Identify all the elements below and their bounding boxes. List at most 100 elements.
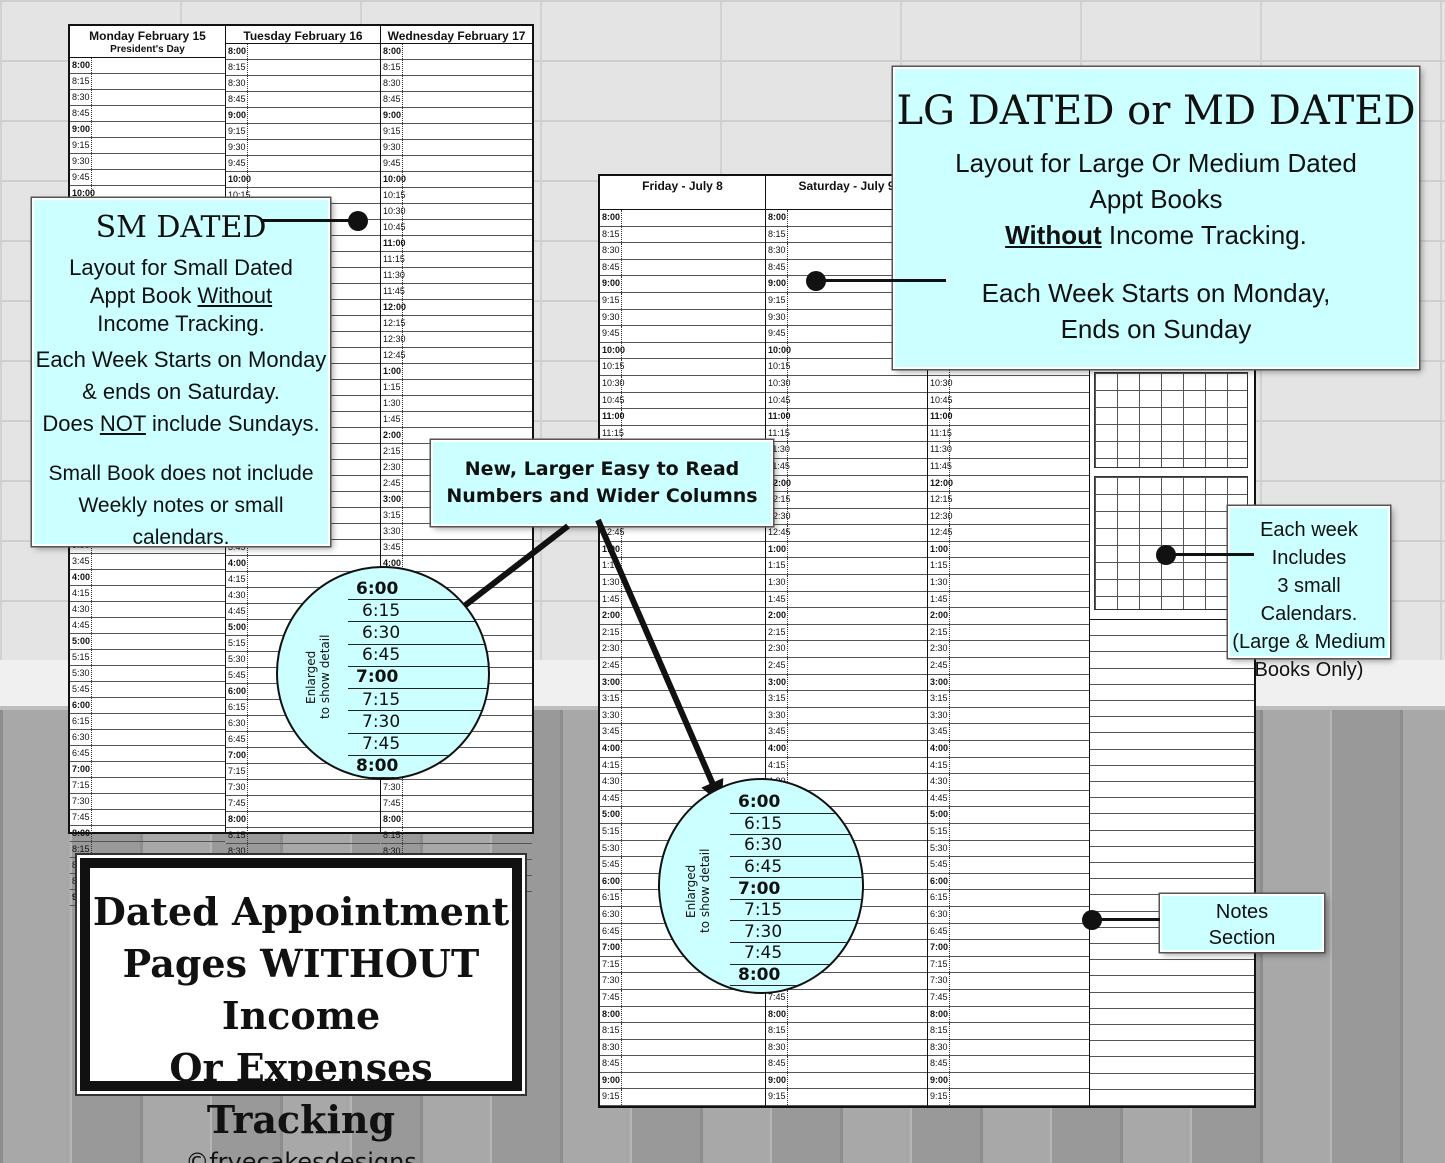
time-slot[interactable]: 8:00 [766, 1006, 927, 1024]
time-slot[interactable]: 10:30 [766, 375, 927, 393]
time-slot[interactable]: 10:15 [381, 188, 532, 204]
time-slot[interactable]: 7:45 [70, 810, 225, 826]
time-slot[interactable]: 8:15 [70, 74, 225, 90]
time-slot[interactable]: 5:45 [928, 857, 1089, 874]
time-slot[interactable]: 12:15 [928, 492, 1089, 509]
time-slot[interactable]: 8:30 [70, 90, 225, 106]
time-slot[interactable]: 1:45 [928, 591, 1089, 609]
time-slot[interactable]: 7:45 [928, 989, 1089, 1007]
time-slot[interactable]: 8:00 [226, 812, 380, 828]
time-slot[interactable]: 5:00 [928, 807, 1089, 824]
time-slot[interactable]: 9:45 [600, 326, 765, 343]
time-slot[interactable]: 8:15 [600, 1023, 765, 1040]
time-slot[interactable]: 9:15 [381, 124, 532, 140]
time-slot[interactable]: 4:00 [70, 570, 225, 586]
time-slot[interactable]: 10:45 [600, 392, 765, 410]
time-slot[interactable]: 4:15 [226, 572, 380, 588]
time-slot[interactable]: 2:45 [928, 658, 1089, 675]
time-slot[interactable]: 5:45 [70, 682, 225, 698]
time-slot[interactable]: 7:15 [600, 956, 765, 974]
time-slot[interactable]: 8:15 [381, 828, 532, 844]
time-slot[interactable]: 1:30 [928, 575, 1089, 592]
time-slot[interactable]: 8:00 [226, 44, 380, 60]
time-slot[interactable]: 11:00 [928, 409, 1089, 426]
time-slot[interactable]: 12:15 [381, 316, 532, 332]
time-slot[interactable]: 8:45 [381, 92, 532, 108]
time-slot[interactable]: 4:15 [766, 757, 927, 775]
time-slot[interactable]: 1:00 [381, 364, 532, 380]
time-slot[interactable]: 9:00 [766, 276, 927, 293]
time-slot[interactable]: 11:00 [600, 409, 765, 426]
time-slot[interactable]: 3:00 [928, 674, 1089, 692]
time-slot[interactable]: 8:30 [600, 1039, 765, 1057]
time-slot[interactable]: 11:00 [766, 409, 927, 426]
time-slot[interactable]: 4:15 [928, 757, 1089, 775]
time-slot[interactable]: 12:30 [766, 508, 927, 526]
time-slot[interactable]: 10:30 [381, 204, 532, 220]
time-slot[interactable]: 9:00 [928, 1072, 1089, 1090]
time-slot[interactable]: 2:00 [766, 608, 927, 625]
time-slot[interactable]: 2:30 [600, 641, 765, 659]
time-slot[interactable]: 10:15 [600, 359, 765, 376]
notes-line[interactable] [1090, 798, 1254, 815]
time-slot[interactable]: 7:00 [928, 940, 1089, 957]
time-slot[interactable]: 8:30 [766, 243, 927, 260]
notes-line[interactable] [1090, 620, 1254, 637]
time-slot[interactable]: 1:15 [600, 558, 765, 576]
time-slot[interactable]: 8:45 [600, 1056, 765, 1073]
time-slot[interactable]: 3:00 [600, 674, 765, 692]
time-slot[interactable]: 6:00 [70, 698, 225, 714]
notes-line[interactable] [1090, 814, 1254, 831]
time-slot[interactable]: 11:45 [928, 458, 1089, 476]
time-slot[interactable]: 3:15 [766, 691, 927, 708]
time-slot[interactable]: 8:45 [766, 259, 927, 277]
time-slot[interactable]: 12:00 [381, 300, 532, 316]
time-slot[interactable]: 7:15 [70, 778, 225, 794]
time-slot[interactable]: 11:30 [766, 442, 927, 459]
time-slot[interactable]: 9:30 [766, 309, 927, 327]
time-slot[interactable]: 5:00 [70, 634, 225, 650]
time-slot[interactable]: 2:30 [928, 641, 1089, 659]
time-slot[interactable]: 7:00 [226, 748, 380, 764]
time-slot[interactable]: 9:30 [226, 140, 380, 156]
time-slot[interactable]: 8:15 [70, 842, 225, 858]
time-slot[interactable]: 2:15 [766, 624, 927, 642]
time-slot[interactable]: 2:00 [600, 608, 765, 625]
notes-line[interactable] [1090, 831, 1254, 847]
time-slot[interactable]: 11:15 [381, 252, 532, 268]
time-slot[interactable]: 4:45 [600, 790, 765, 808]
time-slot[interactable]: 12:45 [381, 348, 532, 364]
time-slot[interactable]: 8:00 [766, 210, 927, 227]
time-slot[interactable]: 9:30 [600, 309, 765, 327]
time-slot[interactable]: 11:30 [381, 268, 532, 284]
time-slot[interactable]: 4:00 [766, 741, 927, 758]
time-slot[interactable]: 8:15 [928, 1023, 1089, 1040]
time-slot[interactable]: 8:15 [226, 60, 380, 76]
time-slot[interactable]: 3:30 [928, 707, 1089, 725]
time-slot[interactable]: 9:15 [600, 292, 765, 310]
time-slot[interactable]: 10:45 [928, 392, 1089, 410]
time-slot[interactable]: 9:00 [381, 108, 532, 124]
time-slot[interactable]: 10:30 [928, 375, 1089, 393]
time-slot[interactable]: 8:15 [381, 60, 532, 76]
time-slot[interactable]: 7:00 [70, 762, 225, 778]
time-slot[interactable]: 10:00 [226, 172, 380, 188]
time-slot[interactable]: 9:00 [600, 276, 765, 293]
time-slot[interactable]: 6:15 [70, 714, 225, 730]
time-slot[interactable]: 9:45 [226, 156, 380, 172]
time-slot[interactable]: 7:30 [600, 973, 765, 990]
time-slot[interactable]: 2:15 [928, 624, 1089, 642]
time-slot[interactable]: 8:45 [600, 259, 765, 277]
time-slot[interactable]: 12:45 [600, 525, 765, 542]
time-slot[interactable]: 2:00 [928, 608, 1089, 625]
notes-line[interactable] [1090, 1025, 1254, 1042]
time-slot[interactable]: 4:15 [70, 586, 225, 602]
time-slot[interactable]: 8:15 [226, 828, 380, 844]
time-slot[interactable]: 7:45 [226, 796, 380, 812]
time-slot[interactable]: 8:00 [928, 1006, 1089, 1024]
time-slot[interactable]: 11:00 [381, 236, 532, 252]
notes-line[interactable] [1090, 717, 1254, 734]
time-slot[interactable]: 12:45 [766, 525, 927, 542]
time-slot[interactable]: 10:45 [766, 392, 927, 410]
time-slot[interactable]: 6:15 [928, 890, 1089, 907]
